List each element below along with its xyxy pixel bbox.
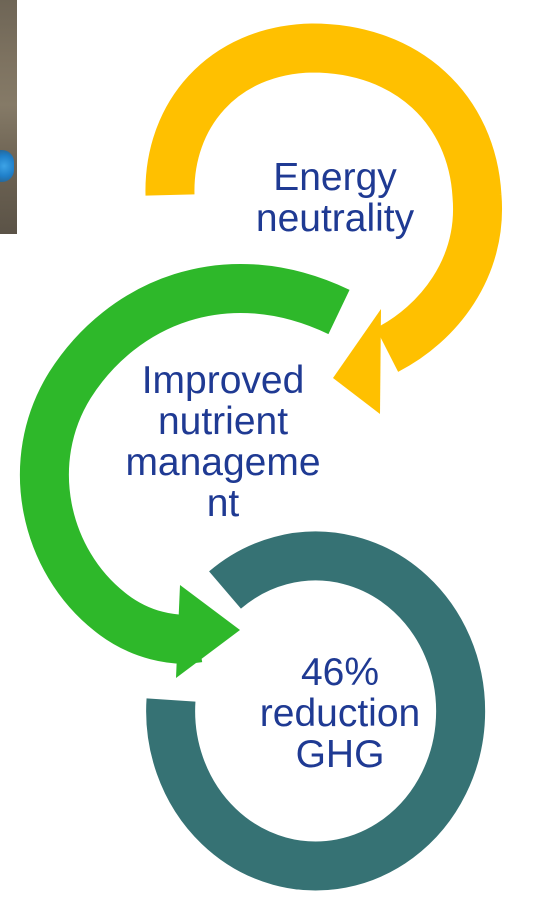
nutrient-arrow-arc xyxy=(19,264,350,664)
energy-arrow-head xyxy=(333,309,381,414)
energy-arrow-arc xyxy=(145,23,503,372)
photo-blue-object xyxy=(0,150,14,182)
nutrient-arrow-head xyxy=(176,585,240,678)
photo-fragment xyxy=(0,0,17,234)
ghg-ring xyxy=(146,531,486,891)
